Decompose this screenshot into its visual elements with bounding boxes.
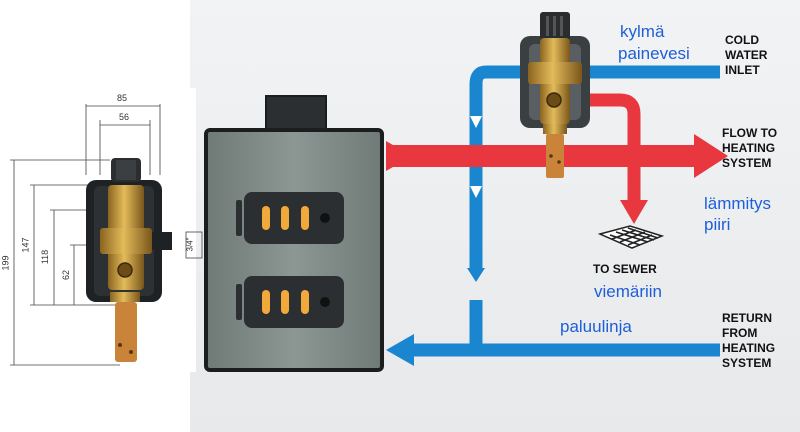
label-flow-fi-2: piiri bbox=[704, 215, 731, 234]
label-flow-en-2: HEATING bbox=[722, 141, 776, 155]
label-return-en-2: FROM bbox=[722, 326, 758, 340]
label-flow-en-3: SYSTEM bbox=[722, 156, 772, 170]
label-return-en-3: HEATING bbox=[722, 341, 776, 355]
label-flow-to-heating: FLOW TO HEATING SYSTEM bbox=[722, 126, 777, 171]
label-return-en-4: SYSTEM bbox=[722, 356, 772, 370]
thermostatic-valve-icon bbox=[520, 12, 590, 178]
label-sewer-en: TO SEWER bbox=[593, 262, 657, 276]
valve-to-sewer-pipe bbox=[556, 93, 641, 200]
boiler-side-ribs-upper bbox=[236, 200, 242, 236]
label-sewer-fi: viemäriin bbox=[594, 282, 663, 301]
label-cold-water-en-1: COLD bbox=[725, 33, 759, 47]
label-flow-fi-1: lämmitys bbox=[704, 194, 772, 213]
label-cold-water-fi-1: kylmä bbox=[620, 22, 665, 41]
label-return-from-heating: RETURN FROM HEATING SYSTEM bbox=[722, 311, 775, 371]
sewer-arrow-head bbox=[620, 200, 648, 224]
flow-direction-markers bbox=[470, 116, 482, 198]
boiler-slots-upper bbox=[262, 206, 331, 235]
label-cold-water-fi-2: painevesi bbox=[618, 44, 690, 63]
dimension-85: 85 bbox=[117, 93, 128, 103]
label-flow-en-1: FLOW TO bbox=[722, 126, 778, 140]
dimension-147: 147 bbox=[20, 237, 31, 253]
label-cold-water-en-2: WATER bbox=[725, 48, 768, 62]
label-cold-water-en-3: INLET bbox=[725, 63, 760, 77]
label-return-en-1: RETURN bbox=[722, 311, 772, 325]
dimension-118: 118 bbox=[40, 249, 51, 265]
label-cold-water-inlet: COLD WATER INLET bbox=[725, 33, 767, 78]
boiler-slots-lower bbox=[262, 290, 331, 319]
cold-water-pipes bbox=[410, 65, 720, 357]
boiler-side-ribs-lower bbox=[236, 284, 242, 320]
dimension-thread: 3/4" bbox=[185, 237, 195, 252]
label-return-fi: paluulinja bbox=[560, 317, 632, 336]
return-arrow-head bbox=[386, 268, 485, 366]
dimension-56: 56 bbox=[119, 112, 130, 122]
hot-flow-pipe bbox=[386, 134, 728, 178]
valve-photo-icon bbox=[10, 104, 203, 366]
dimension-62: 62 bbox=[61, 269, 72, 281]
dimension-199: 199 bbox=[0, 255, 11, 271]
drain-grate-icon bbox=[597, 225, 665, 249]
